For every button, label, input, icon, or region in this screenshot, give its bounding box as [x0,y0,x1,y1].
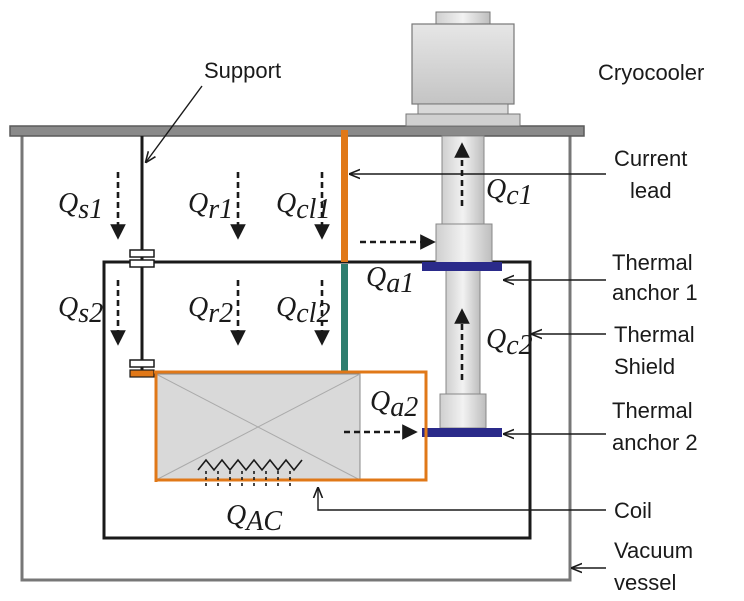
coil [154,370,428,486]
label-qs2: Qs2 [58,292,103,329]
label-qcl2: Qcl2 [276,292,330,329]
leader-lines [146,85,606,568]
label-vacuum-vessel-line1: Vacuum [614,538,693,563]
label-thermal-shield-line2: Shield [614,354,675,379]
label-cryocooler: Cryocooler [598,60,704,85]
label-support: Support [204,58,281,83]
label-coil: Coil [614,498,652,523]
current-lead-lower [341,264,348,374]
label-qr2: Qr2 [188,292,233,329]
leader-support [146,85,203,162]
label-qs1: Qs1 [58,188,103,225]
current-lead-upper [341,130,348,262]
vacuum-vessel [9,125,585,582]
label-thermal-anchor2-line2: anchor 2 [612,430,698,455]
label-current-lead-line1: Current [614,146,687,171]
label-qc2: Qc2 [486,324,533,361]
thermal-anchor-2 [422,428,502,437]
ac-loss-marks [197,458,303,486]
label-thermal-anchor1-line2: anchor 1 [612,280,698,305]
label-thermal-anchor1-line1: Thermal [612,250,693,275]
heat-load-labels: Qs1 Qr1 Qcl1 Qc1 Qa1 Qs2 Qr2 Qcl2 Qc2 Qa… [58,174,533,537]
thermal-shield [102,260,532,540]
label-qcl1: Qcl1 [276,188,330,225]
label-vacuum-vessel-line2: vessel [614,570,676,595]
label-qr1: Qr1 [188,188,233,225]
label-qa2: Qa2 [370,386,418,423]
leader-coil [318,488,606,511]
label-qc1: Qc1 [486,174,533,211]
label-thermal-shield-line1: Thermal [614,322,695,347]
vessel-top-flange [9,125,585,137]
support-rod [129,136,155,378]
label-thermal-anchor2-line1: Thermal [612,398,693,423]
heat-flow-arrows [110,142,470,440]
label-qac: QAC [226,500,282,537]
label-current-lead-line2: lead [630,178,672,203]
thermal-anchor-1 [422,262,502,271]
label-qa1: Qa1 [366,262,414,299]
